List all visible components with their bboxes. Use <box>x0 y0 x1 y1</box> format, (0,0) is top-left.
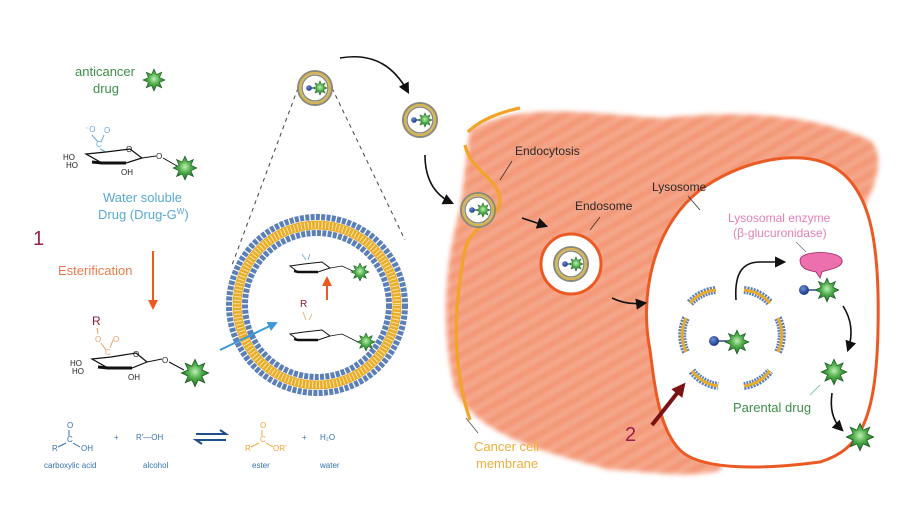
water-formula: H₂O <box>320 433 335 442</box>
acid-oh: OH <box>81 444 93 453</box>
equation-plus-1: + <box>114 433 119 442</box>
carboxylate-o-minus: ⁻O <box>85 125 95 134</box>
acid-label: carboxylic acid <box>44 461 96 470</box>
ester-hydroxyl-ho-1: HO <box>70 359 82 368</box>
step-2-label: 2 <box>625 424 636 446</box>
membrane-leader <box>465 417 479 434</box>
hydroxyl-oh: OH <box>121 168 133 177</box>
liposome-fragments <box>678 286 786 390</box>
ester-glycosidic-oxygen: O <box>162 356 168 365</box>
pathway-arrow-7 <box>830 392 844 432</box>
released-drug-icon <box>845 422 875 452</box>
glucuronide-molecule: ⁻O O C O HO HO OH O <box>63 125 198 181</box>
lysosome <box>645 156 880 469</box>
parental-drug-leader <box>809 384 821 396</box>
carboxylate-c: C <box>96 140 102 149</box>
endosome-leader <box>589 216 601 231</box>
drug-star-icon <box>724 329 750 355</box>
inner-r-group: R <box>300 299 307 310</box>
water-soluble-superscript: W <box>177 207 185 216</box>
acid-r: R <box>52 444 58 453</box>
alcohol-formula: R'—OH <box>136 433 164 442</box>
esterification-label: Esterification <box>58 263 132 278</box>
enzyme-leader <box>795 241 807 253</box>
ester-eq-or: OR' <box>273 444 287 453</box>
ester-carbonyl-o: O <box>113 335 119 344</box>
legend-drug-label-line2: drug <box>93 81 119 96</box>
parental-drug-label: Parental drug <box>733 400 811 415</box>
ester-ring-oxygen: O <box>133 350 139 359</box>
liposome-inner-ester: R <box>288 299 376 352</box>
alcohol-label: alcohol <box>143 461 169 470</box>
water-soluble-line2-end: ) <box>184 207 188 222</box>
lysosome-leader <box>687 195 701 211</box>
drug-star-icon <box>172 155 198 181</box>
hydroxyl-ho-1: HO <box>63 153 75 162</box>
legend-anticancer-drug: anticancer drug <box>75 64 166 96</box>
pathway-arrow-6 <box>842 305 857 353</box>
uptake-arrow <box>219 321 278 351</box>
liposome-large <box>226 214 408 396</box>
lysosomal-enzyme <box>799 252 843 303</box>
drug-star-icon <box>350 262 370 282</box>
drug-star-icon <box>142 68 166 92</box>
pathway-arrow-4 <box>611 297 648 310</box>
water-soluble-line2-text: Drug (Drug-G <box>98 207 177 222</box>
vesicle-1 <box>298 71 332 105</box>
drug-star-icon <box>814 277 840 303</box>
hydroxyl-ho-2: HO <box>66 161 78 170</box>
endocytosis-leader <box>499 160 513 181</box>
equation-alcohol: R'—OH alcohol <box>136 433 169 470</box>
esterification-equation: O C R OH carboxylic acid + R'—OH alcohol… <box>44 421 340 470</box>
legend-drug-label-line1: anticancer <box>75 64 136 79</box>
vesicle-endocytosis <box>461 193 495 227</box>
ester-hydroxyl-ho-2: HO <box>72 367 84 376</box>
released-prodrug <box>709 329 750 355</box>
membrane-label-line1: Cancer cell <box>474 439 539 454</box>
drug-star-icon <box>356 332 376 352</box>
pathway-arrow-1 <box>339 56 410 94</box>
endosome-label: Endosome <box>575 199 633 213</box>
ester-c: C <box>105 348 111 357</box>
membrane-label-line2: membrane <box>476 456 538 471</box>
enzyme-label-line2: (β-glucuronidase) <box>733 226 827 240</box>
ester-eq-o: O <box>260 421 266 430</box>
equation-carboxylic-acid: O C R OH carboxylic acid <box>44 421 96 470</box>
equilibrium-arrows-icon <box>192 429 230 445</box>
pathway-arrow-2 <box>424 154 455 205</box>
pathway-arrow-3 <box>521 217 549 229</box>
equation-plus-2: + <box>302 433 307 442</box>
vesicle-endosome <box>554 247 588 281</box>
parental-drug-icon <box>820 358 848 386</box>
acid-o: O <box>67 421 73 430</box>
enzyme-label-line1: Lysosomal enzyme <box>728 211 831 225</box>
pathway-arrow-5 <box>735 256 787 301</box>
vesicle-2 <box>403 103 437 137</box>
lysosome-label: Lysosome <box>652 180 707 194</box>
water-soluble-label: Water soluble Drug (Drug-GW) <box>98 190 189 222</box>
glycosidic-oxygen: O <box>156 152 162 161</box>
liposome-inner-glucuronide <box>288 253 370 282</box>
endocytosis-label: Endocytosis <box>515 144 580 158</box>
enzyme-icon <box>799 252 843 279</box>
acid-c: C <box>67 435 73 444</box>
ester-hydroxyl-oh: OH <box>128 373 140 382</box>
ring-oxygen: O <box>126 145 132 154</box>
step-2-arrow <box>650 382 686 427</box>
ester-o: O <box>95 335 101 344</box>
water-label: water <box>319 461 340 470</box>
drug-star-icon <box>180 358 210 388</box>
esterified-molecule: R O O C O HO HO OH O <box>70 314 210 388</box>
step-1-label: 1 <box>33 228 44 250</box>
cancer-cell-membrane <box>454 106 521 421</box>
carboxylate-o: O <box>104 126 110 135</box>
equation-ester: O C R OR' ester <box>245 421 287 470</box>
ester-label: ester <box>252 461 270 470</box>
ester-eq-r: R <box>245 444 251 453</box>
water-soluble-line2: Drug (Drug-GW) <box>98 207 189 222</box>
ester-r-group: R <box>92 314 101 328</box>
water-soluble-line1: Water soluble <box>103 190 182 205</box>
equation-water: H₂O water <box>319 433 340 470</box>
ester-eq-c: C <box>260 435 266 444</box>
